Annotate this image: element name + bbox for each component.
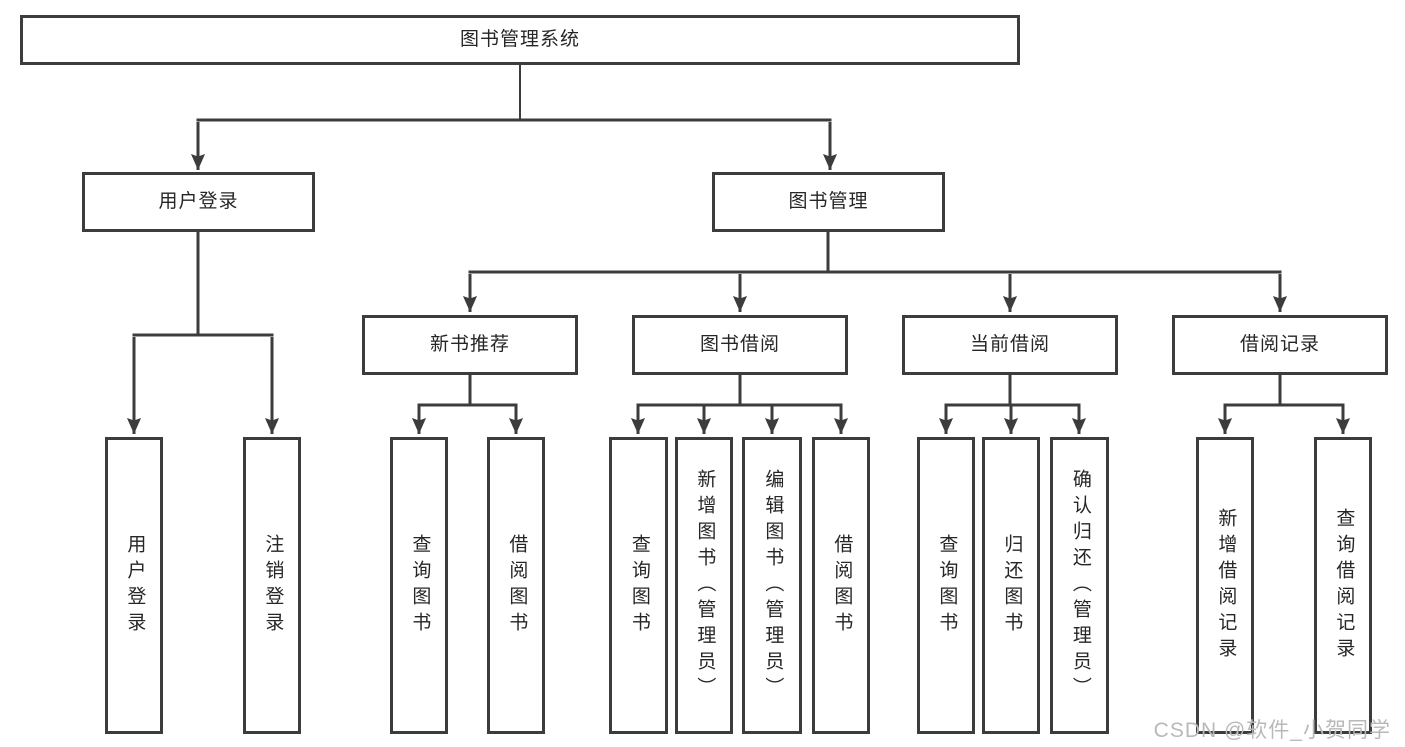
csdn-watermark: CSDN @软件_小贺同学 [1153, 719, 1391, 742]
node-user-login: 用户登录 [82, 172, 315, 232]
leaf-add-borrow-record: 新增借阅记录 [1196, 437, 1254, 734]
leaf-borrow-books: 借阅图书 [812, 437, 870, 734]
leaf-borrow-books-recommend: 借阅图书 [487, 437, 545, 734]
node-book-borrowing: 图书借阅 [632, 315, 848, 375]
leaf-logout: 注销登录 [243, 437, 301, 734]
leaf-query-borrow-record: 查询借阅记录 [1314, 437, 1372, 734]
leaf-add-books-admin: 新增图书（管理员） [675, 437, 733, 734]
leaf-user-login: 用户登录 [105, 437, 163, 734]
node-new-book-recommendation: 新书推荐 [362, 315, 578, 375]
leaf-query-books-current: 查询图书 [917, 437, 975, 734]
node-borrowing-records: 借阅记录 [1172, 315, 1388, 375]
node-current-borrowing: 当前借阅 [902, 315, 1118, 375]
leaf-return-books: 归还图书 [982, 437, 1040, 734]
leaf-query-books-borrow: 查询图书 [609, 437, 668, 734]
node-library-management-system: 图书管理系统 [20, 15, 1020, 65]
leaf-query-books-recommend: 查询图书 [390, 437, 448, 734]
node-book-management: 图书管理 [712, 172, 945, 232]
leaf-edit-books-admin: 编辑图书（管理员） [742, 437, 802, 734]
leaf-confirm-return-admin: 确认归还（管理员） [1050, 437, 1109, 734]
